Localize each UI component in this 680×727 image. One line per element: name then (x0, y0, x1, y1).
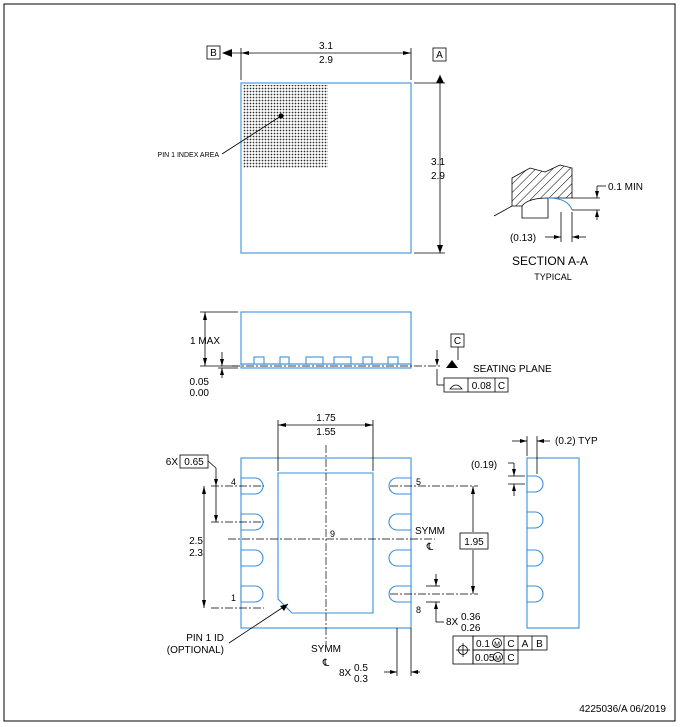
fcf1-value: 0.1 (476, 639, 490, 650)
package-outline-side (240, 311, 412, 365)
svg-text:M: M (495, 656, 501, 663)
seating-plane-label: SEATING PLANE (473, 364, 552, 375)
section-min: 0.1 MIN (608, 182, 643, 193)
pin4-label: 4 (231, 477, 236, 487)
fcf1-datum-2: A (522, 639, 529, 650)
lead-len-prefix: 8X (446, 617, 459, 628)
flatness-value: 0.08 (472, 381, 492, 392)
symm-label-right: SYMM (415, 526, 445, 537)
fcf2-datum: C (507, 653, 514, 664)
datum-c-box (450, 333, 465, 348)
width-max: 3.1 (319, 41, 333, 52)
symm-label-bottom: SYMM (311, 644, 341, 655)
section-subtitle: TYPICAL (534, 272, 572, 282)
span-min: 2.3 (189, 548, 203, 559)
pad-height: 1.95 (464, 537, 484, 548)
section-a-a: 0.1 MIN (0.13) SECTION A-A TYPICAL (493, 164, 643, 282)
width-min: 2.9 (319, 55, 333, 66)
end-typ-label: (0.2) TYP (555, 436, 598, 447)
pin1-index-area (243, 85, 328, 168)
height-min: 2.9 (431, 171, 445, 182)
drawing-frame (3, 3, 676, 722)
pin8-label: 8 (416, 605, 421, 615)
bottom-view: 4 1 5 8 9 1.75 1.55 6X 0.65 2.5 2.3 SYMM… (166, 413, 548, 685)
top-view: 3.1 2.9 B A 3.1 2.9 PIN 1 INDEX AREA (158, 41, 447, 254)
end-ref-label: (0.19) (471, 460, 497, 471)
pin9-label: 9 (330, 529, 335, 539)
max-height: 1 MAX (190, 336, 220, 347)
datum-a: A (436, 50, 443, 61)
lead-width-max: 0.5 (354, 663, 368, 674)
lead-len-max: 0.36 (461, 612, 481, 623)
datum-a-box (432, 47, 447, 62)
datum-b: B (210, 48, 217, 59)
doc-id: 4225036/A 06/2019 (579, 704, 666, 715)
datum-b-box (206, 45, 221, 60)
height-max: 3.1 (431, 157, 445, 168)
thermal-pad (277, 472, 374, 614)
lead-width-prefix: 8X (339, 668, 352, 679)
position-tolerance-frame: 0.1 M C A B 0.05 M C (452, 635, 548, 665)
section-ref-dim: (0.13) (510, 233, 536, 244)
pad-height-box (459, 532, 489, 550)
flatness-datum: C (498, 381, 505, 392)
package-outline-end (526, 457, 580, 629)
pin1-optional-label: (OPTIONAL) (167, 645, 224, 656)
pad-width-max: 1.75 (316, 413, 336, 424)
pad-width-min: 1.55 (316, 427, 336, 438)
standoff-max: 0.05 (190, 377, 210, 388)
lead-len-min: 0.26 (461, 623, 481, 634)
pin1-label: 1 (231, 593, 236, 603)
datum-c: C (454, 336, 461, 347)
standoff-min: 0.00 (190, 388, 210, 399)
pin1-id-label: PIN 1 ID (186, 633, 224, 644)
pitch-prefix: 6X (166, 457, 179, 468)
centerline-symbol-right: ℄ (426, 542, 434, 553)
svg-text:M: M (494, 642, 500, 649)
fcf1-datum-3: B (536, 639, 543, 650)
span-max: 2.5 (189, 536, 203, 547)
flatness-frame (443, 377, 509, 393)
package-outline-top (240, 82, 412, 254)
end-view: (0.2) TYP (0.19) (471, 436, 598, 629)
side-view: 1 MAX 0.05 0.00 C SEATING PLANE 0.08 C (190, 311, 552, 399)
lead-width-min: 0.3 (354, 674, 368, 685)
section-title: SECTION A-A (512, 254, 588, 268)
pin5-label: 5 (416, 477, 421, 487)
pitch-value: 0.65 (184, 457, 204, 468)
fcf1-datum-1: C (507, 639, 514, 650)
pin1-index-label: PIN 1 INDEX AREA (158, 152, 220, 159)
centerline-symbol-bottom: ℄ (322, 658, 330, 669)
fcf2-value: 0.05 (475, 653, 495, 664)
